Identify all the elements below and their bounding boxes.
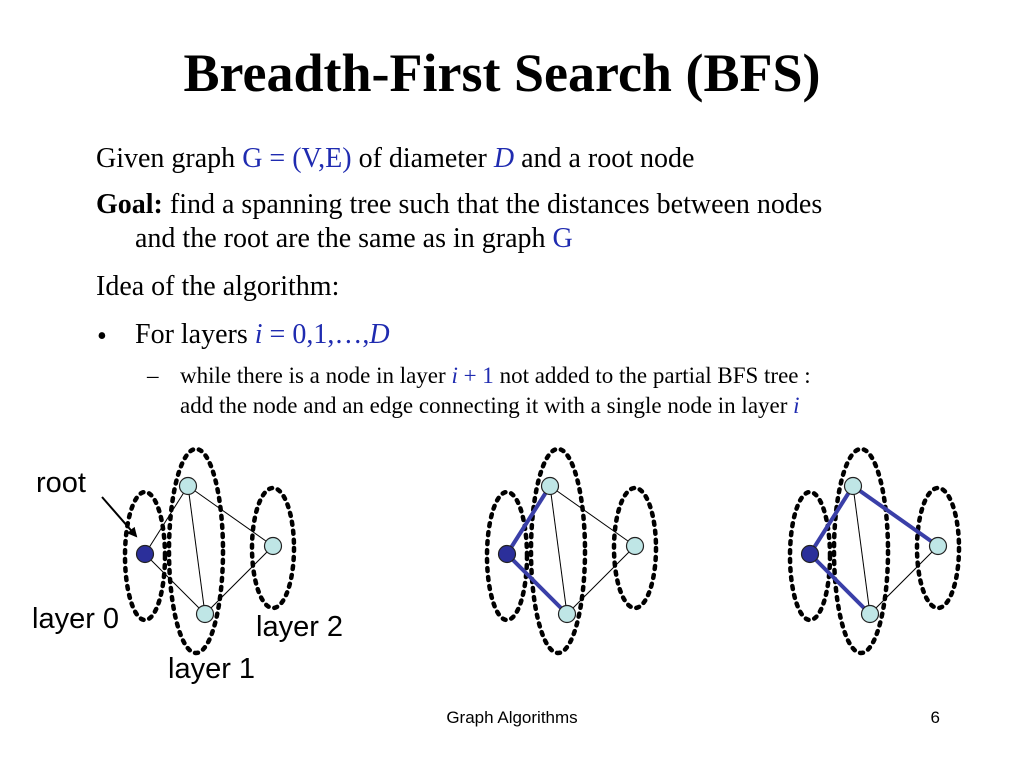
tree-edge-root-bottom xyxy=(505,552,569,616)
graph-edge-bottom-right xyxy=(204,545,274,615)
sub1-pre: while there is a node in layer xyxy=(180,363,452,388)
graph-edge-bottom-right xyxy=(869,545,939,615)
node-right xyxy=(928,536,948,556)
bfs-panel-1 xyxy=(122,446,297,656)
graph-edge-top-bottom xyxy=(549,485,568,615)
layer2-ellipse xyxy=(611,485,659,611)
layer0-ellipse xyxy=(122,489,168,623)
goal-label: Goal: xyxy=(96,189,163,220)
layer2-label: layer 2 xyxy=(256,611,343,643)
node-bottom xyxy=(195,604,215,624)
layer2-ellipse xyxy=(249,485,297,611)
layer1-label: layer 1 xyxy=(168,653,255,685)
node-top xyxy=(843,476,863,496)
graph-edge-top-right xyxy=(549,485,636,547)
layer1-ellipse xyxy=(528,446,588,656)
node-root xyxy=(497,544,517,564)
node-root xyxy=(135,544,155,564)
layer1-ellipse xyxy=(166,446,226,656)
root-arrow xyxy=(101,496,138,538)
footer-title: Graph Algorithms xyxy=(446,708,578,727)
layer2-ellipse xyxy=(914,485,962,611)
root-label: root xyxy=(36,467,86,499)
tree-edge-root-top xyxy=(505,484,552,556)
layer0-ellipse xyxy=(484,489,530,623)
page-number: 6 xyxy=(930,708,940,727)
node-right xyxy=(263,536,283,556)
tree-edge-root-top xyxy=(808,484,855,556)
sub1-plus: + 1 xyxy=(457,363,494,388)
layer0-label: layer 0 xyxy=(32,603,119,635)
tree-edge-top-right xyxy=(851,484,940,548)
goal-paragraph: Goal: find a spanning tree such that the… xyxy=(96,188,996,256)
bullet-mark: • xyxy=(97,321,107,352)
idea-line: Idea of the algorithm: xyxy=(96,271,340,302)
sub-bullet-line-2: add the node and an edge connecting it w… xyxy=(180,391,800,420)
layers-bullet: For layers i = 0,1,…,D xyxy=(135,318,390,352)
bfs-panel-2 xyxy=(484,446,659,656)
given-post: and a root node xyxy=(514,143,695,174)
diameter-symbol: D xyxy=(493,143,515,174)
layer0-ellipse xyxy=(787,489,833,623)
sub2-pre: add the node and an edge connecting it w… xyxy=(180,393,794,418)
sub1-post: not added to the partial BFS tree : xyxy=(493,363,811,388)
dash-mark: – xyxy=(147,363,159,388)
goal-text-1: find a spanning tree such that the dista… xyxy=(162,189,823,220)
node-bottom xyxy=(860,604,880,624)
sub1-i: i xyxy=(451,363,458,388)
sub2-i: i xyxy=(793,393,800,418)
node-top xyxy=(540,476,560,496)
tree-edge-root-bottom xyxy=(808,552,872,616)
bullet-D: D xyxy=(369,319,390,350)
bfs-panel-3 xyxy=(787,446,962,656)
node-bottom xyxy=(557,604,577,624)
graph-edge-bottom-right xyxy=(566,545,636,615)
node-root xyxy=(800,544,820,564)
layer1-ellipse xyxy=(831,446,891,656)
slide-title: Breadth-First Search (BFS) xyxy=(183,43,821,103)
given-pre: Given graph xyxy=(96,143,243,174)
bullet-i: i xyxy=(254,319,263,350)
graph-edge-top-right xyxy=(187,485,274,547)
graph-edge-root-top xyxy=(144,485,189,555)
graph-edge-root-bottom xyxy=(144,553,206,615)
node-top xyxy=(178,476,198,496)
goal-text-2: and the root are the same as in graph xyxy=(135,223,553,254)
given-line: Given graph G = (V,E) of diameter D and … xyxy=(96,142,694,176)
graph-edge-top-bottom xyxy=(187,485,206,615)
graph-notation: G = (V,E) xyxy=(242,143,352,174)
graph-edge-top-bottom xyxy=(852,485,871,615)
given-mid: of diameter xyxy=(351,143,494,174)
goal-graph-symbol: G xyxy=(552,223,573,254)
sub-bullet-line-1: while there is a node in layer i + 1 not… xyxy=(180,361,811,390)
bullet-pre: For layers xyxy=(135,319,255,350)
bullet-range: = 0,1,…, xyxy=(262,319,370,350)
node-right xyxy=(625,536,645,556)
